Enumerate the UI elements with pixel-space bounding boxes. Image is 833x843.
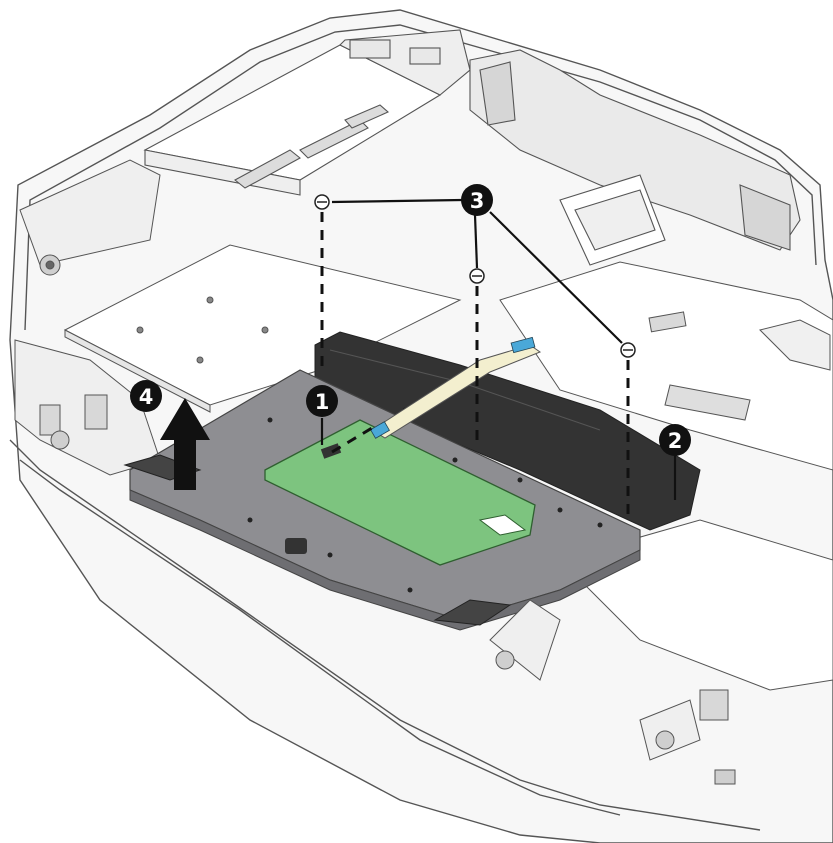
left-bracket-parts	[14, 159, 161, 476]
keyboard-plate	[63, 244, 462, 413]
ffc-cable	[370, 336, 542, 439]
screw-icon	[469, 268, 485, 284]
screw-icon	[620, 342, 636, 358]
screw-icon	[314, 194, 330, 210]
system-board	[143, 29, 471, 196]
bottom-right-parts	[489, 384, 751, 785]
callout-1-label: 1	[315, 390, 330, 414]
callout-leaders	[320, 198, 677, 500]
lift-arrow-icon	[160, 398, 210, 490]
callout-3-label: 3	[470, 189, 485, 213]
callout-2: 2	[659, 424, 691, 456]
callout-3: 3	[461, 184, 493, 216]
callout-4: 4	[130, 380, 162, 412]
touchpad-board	[264, 419, 536, 566]
callout-2-label: 2	[668, 429, 683, 453]
screw-dashed-guides	[320, 212, 630, 520]
callout-4-label: 4	[139, 385, 154, 409]
callout-1: 1	[306, 385, 338, 417]
hinge-area	[469, 49, 801, 266]
